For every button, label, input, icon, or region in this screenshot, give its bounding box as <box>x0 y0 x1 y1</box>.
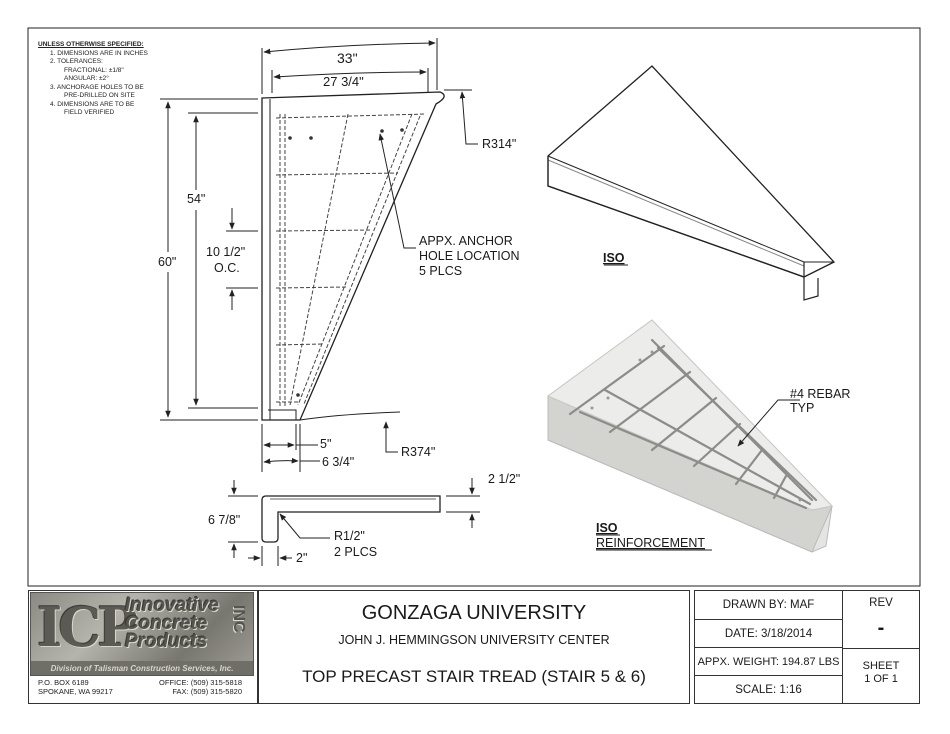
sheet-number: 1 OF 1 <box>864 673 898 685</box>
sheet-label: SHEET <box>862 660 900 672</box>
note-item: FIELD VERIFIED <box>64 109 115 116</box>
logo-word: Products <box>125 631 208 652</box>
anchor-note-3: 5 PLCS <box>419 264 462 278</box>
iso-label: ISO <box>603 251 625 265</box>
weight: APPX. WEIGHT: 194.87 LBS <box>695 648 843 676</box>
logo-word: Innovative <box>125 595 219 616</box>
plan-view <box>160 38 478 472</box>
anchor-note-2: HOLE LOCATION <box>419 249 519 263</box>
notes-header: UNLESS OTHERWISE SPECIFIED: <box>38 41 144 48</box>
rebar-note-1: #4 REBAR <box>790 387 850 401</box>
scale: SCALE: 1:16 <box>695 676 843 703</box>
dim-oc-1: 10 1/2" <box>206 245 245 259</box>
part-name: TOP PRECAST STAIR TREAD (STAIR 5 & 6) <box>302 667 646 686</box>
dim-5: 5" <box>320 437 331 451</box>
po-box: P.O. BOX 6189 <box>38 678 89 687</box>
note-item: 3. ANCHORAGE HOLES TO BE <box>50 83 144 91</box>
phone-block: OFFICE: (509) 315-5818 FAX: (509) 315-58… <box>150 678 242 696</box>
anchor-note-1: APPX. ANCHOR <box>419 234 513 248</box>
logo-division: Division of Talisman Construction Servic… <box>31 661 253 675</box>
drawn-by: DRAWN BY: MAF <box>695 591 843 620</box>
dim-6-3-4: 6 3/4" <box>322 455 354 469</box>
dim-6-7-8: 6 7/8" <box>208 513 240 527</box>
note-item: ANGULAR: ±2° <box>64 75 109 82</box>
tread-outline <box>261 91 445 421</box>
iso-view <box>547 65 836 301</box>
logo-icp: ICP <box>37 595 138 659</box>
dim-r374: R374" <box>401 445 435 459</box>
iso-reinforcement-view <box>546 319 833 553</box>
dim-60: 60" <box>158 255 176 269</box>
section-view <box>228 478 480 566</box>
note-item: 2. TOLERANCES: <box>50 58 103 65</box>
rev-value: - <box>877 616 885 639</box>
dim-2-1-2: 2 1/2" <box>488 472 520 486</box>
drawing-date: DATE: 3/18/2014 <box>695 620 843 648</box>
client-name: GONZAGA UNIVERSITY <box>361 601 587 624</box>
logo-company-name: Innovative Concrete Products <box>125 595 219 652</box>
dim-r314: R314" <box>482 137 516 151</box>
general-notes: UNLESS OTHERWISE SPECIFIED: 1. DIMENSION… <box>38 41 148 118</box>
dim-2-plcs: 2 PLCS <box>334 545 377 559</box>
city: SPOKANE, WA 99217 <box>38 687 113 696</box>
logo-word: Concrete <box>125 613 208 634</box>
rebar-note-2: TYP <box>790 401 814 415</box>
iso-reinf-label-2: REINFORCEMENT <box>596 536 705 550</box>
logo-inc: INC <box>230 605 247 633</box>
title-frame: GONZAGA UNIVERSITY JOHN J. HEMMINGSON UN… <box>258 590 690 704</box>
note-item: 1. DIMENSIONS ARE IN INCHES <box>50 49 148 57</box>
note-item: FRACTIONAL: ±1/8" <box>64 66 124 74</box>
note-item: 4. DIMENSIONS ARE TO BE <box>50 100 135 108</box>
office-phone: OFFICE: (509) 315-5818 <box>159 678 242 687</box>
dim-oc-2: O.C. <box>214 261 240 275</box>
sheet-border <box>27 27 921 587</box>
dim-2: 2" <box>296 551 307 565</box>
rev-label: REV <box>869 597 893 609</box>
company-logo: ICP Innovative Concrete Products INC Div… <box>30 592 254 676</box>
iso-reinf-label-1: ISO <box>596 521 618 535</box>
info-frame: DRAWN BY: MAF DATE: 3/18/2014 APPX. WEIG… <box>694 590 920 704</box>
dim-54: 54" <box>187 192 205 206</box>
address-block: P.O. BOX 6189 SPOKANE, WA 99217 <box>38 678 113 696</box>
dim-33: 33" <box>337 50 358 66</box>
project-name: JOHN J. HEMMINGSON UNIVERSITY CENTER <box>338 633 610 647</box>
dim-27-3-4: 27 3/4" <box>323 74 364 89</box>
logo-frame <box>28 590 258 704</box>
dim-r1-2: R1/2" <box>334 529 365 543</box>
note-item: PRE-DRILLED ON SITE <box>64 92 135 99</box>
fax-phone: FAX: (509) 315-5820 <box>172 687 242 696</box>
